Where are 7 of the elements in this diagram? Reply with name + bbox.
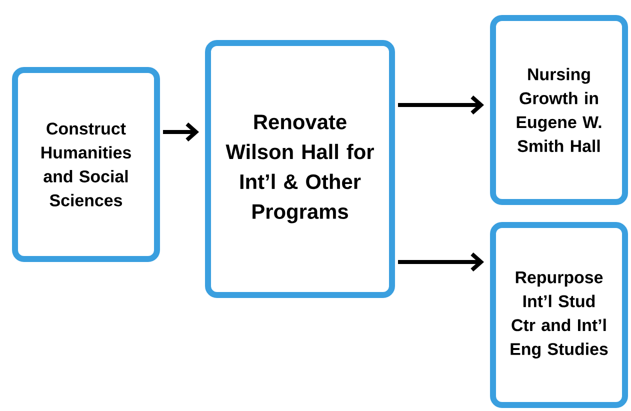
arrow xyxy=(163,122,199,142)
process-box: Nursing Growth in Eugene W. Smith Hall xyxy=(490,15,628,205)
process-box: Construct Humanities and Social Sciences xyxy=(12,67,160,262)
process-box: Renovate Wilson Hall for Int’l & Other Programs xyxy=(205,40,395,298)
arrow xyxy=(398,96,484,114)
process-box: Repurpose Int’l Stud Ctr and Int’l Eng Studies xyxy=(490,222,628,408)
arrow xyxy=(398,252,484,272)
